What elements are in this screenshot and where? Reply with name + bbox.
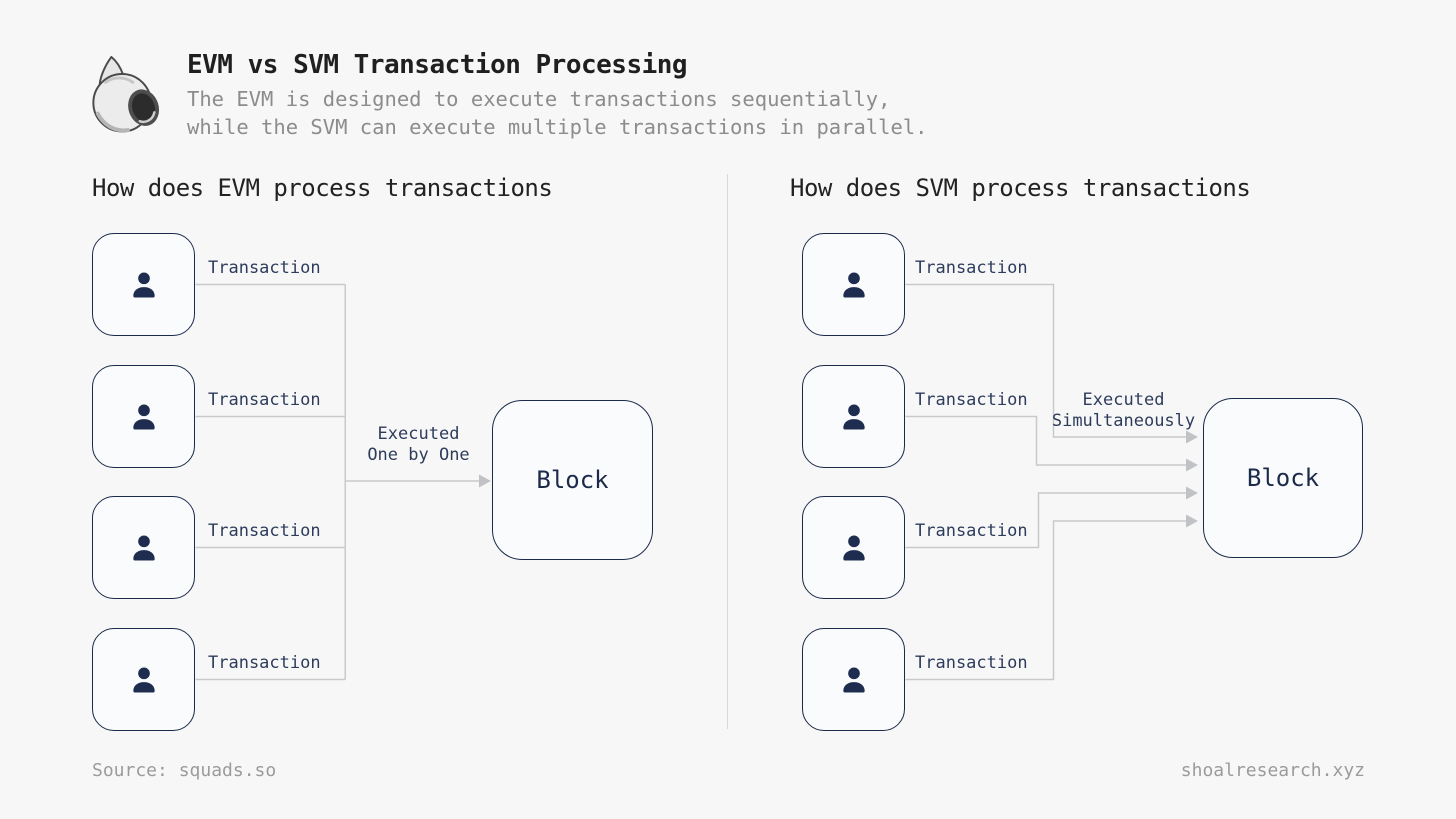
person-icon <box>842 667 865 692</box>
svm-block-box: Block <box>1203 398 1363 558</box>
page-subtitle: The EVM is designed to execute transacti… <box>187 85 928 141</box>
person-icon <box>842 272 865 297</box>
svm-user-box-1 <box>802 233 905 336</box>
evm-panel-heading: How does EVM process transactions <box>92 174 553 202</box>
svm-flow-label-line-1: Executed <box>1082 390 1165 410</box>
svm-panel-heading: How does SVM process transactions <box>790 174 1251 202</box>
svm-flow-label-line-2: Simultaneously <box>1051 411 1196 431</box>
subtitle-line-2: while the SVM can execute multiple trans… <box>187 115 928 139</box>
person-icon <box>132 667 155 692</box>
page-title: EVM vs SVM Transaction Processing <box>187 50 688 80</box>
site-attribution: shoalresearch.xyz <box>1180 760 1365 781</box>
subtitle-line-1: The EVM is designed to execute transacti… <box>187 87 891 111</box>
evm-flow-label-line-1: Executed <box>377 424 460 444</box>
person-icon <box>132 404 155 429</box>
svm-block-label: Block <box>1246 464 1320 492</box>
evm-flow-label: Executed One by One <box>345 424 492 466</box>
evm-user-box-3 <box>92 496 195 599</box>
evm-user-box-2 <box>92 365 195 468</box>
svm-transaction-label-2: Transaction <box>915 390 1028 410</box>
svm-flow-label: Executed Simultaneously <box>1040 390 1207 432</box>
evm-flow-label-line-2: One by One <box>367 445 470 465</box>
svm-user-box-4 <box>802 628 905 731</box>
svm-transaction-label-4: Transaction <box>915 653 1028 673</box>
person-icon <box>132 272 155 297</box>
shell-logo-icon <box>92 55 160 133</box>
panel-divider <box>727 174 728 729</box>
person-icon <box>842 535 865 560</box>
evm-transaction-label-4: Transaction <box>208 653 321 673</box>
evm-transaction-label-2: Transaction <box>208 390 321 410</box>
evm-transaction-label-3: Transaction <box>208 521 321 541</box>
evm-block-label: Block <box>536 466 609 494</box>
svm-user-box-3 <box>802 496 905 599</box>
evm-transaction-label-1: Transaction <box>208 258 321 278</box>
svm-transaction-label-1: Transaction <box>915 258 1028 278</box>
evm-user-box-1 <box>92 233 195 336</box>
svm-user-box-2 <box>802 365 905 468</box>
person-icon <box>842 404 865 429</box>
person-icon <box>132 535 155 560</box>
evm-block-box: Block <box>492 400 653 560</box>
evm-user-box-4 <box>92 628 195 731</box>
source-attribution: Source: squads.so <box>92 760 277 781</box>
svm-transaction-label-3: Transaction <box>915 521 1028 541</box>
